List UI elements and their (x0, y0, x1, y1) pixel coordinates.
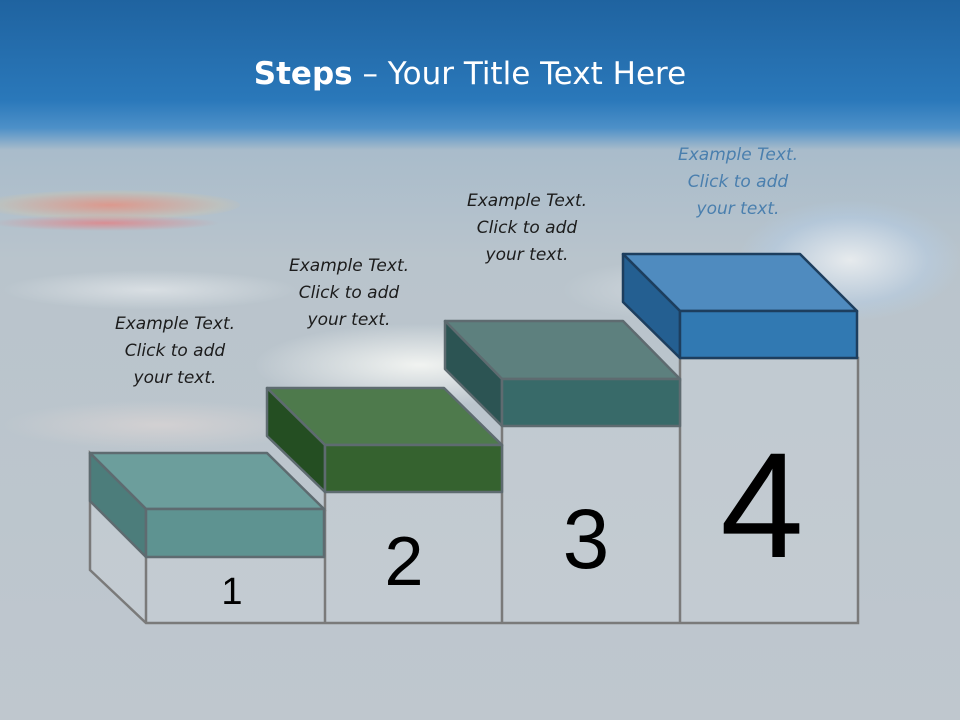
step-1-number: 1 (221, 571, 242, 613)
step-4-label[interactable]: Example Text. Click to add your text. (648, 142, 828, 223)
step-3-label[interactable]: Example Text. Click to add your text. (437, 188, 617, 269)
title-rest: – Your Title Text Here (352, 56, 687, 92)
step-1-label-line-3: your text. (133, 368, 217, 388)
step-3-front-face (500, 377, 682, 428)
step-2-block[interactable] (265, 386, 504, 494)
step-3-label-line-2: Click to add (476, 218, 578, 238)
step-1-block[interactable] (88, 451, 326, 559)
step-3-number: 3 (563, 492, 610, 586)
step-1-label-line-1: Example Text. (114, 314, 236, 334)
title-bold: Steps (253, 56, 353, 92)
step-3-block[interactable] (443, 319, 682, 428)
step-2-front-face (323, 443, 504, 494)
slide-title[interactable]: Steps – Your Title Text Here (0, 56, 940, 92)
step-4-label-line-2: Click to add (687, 172, 789, 192)
step-2-label-line-2: Click to add (298, 283, 400, 303)
step-2-label-line-3: your text. (307, 310, 391, 330)
step-4-label-line-3: your text. (696, 199, 780, 219)
step-2-label[interactable]: Example Text. Click to add your text. (259, 253, 439, 334)
step-3-label-line-3: your text. (485, 245, 569, 265)
step-1-front-face (144, 507, 326, 559)
step-4-front-face (678, 309, 859, 360)
step-2-number: 2 (385, 522, 424, 600)
step-4-label-line-1: Example Text. (677, 145, 799, 165)
step-1-label-line-2: Click to add (124, 341, 226, 361)
step-3-label-line-1: Example Text. (466, 191, 588, 211)
step-4-block[interactable] (621, 252, 859, 360)
step-4-number: 4 (720, 421, 803, 589)
step-2-label-line-1: Example Text. (288, 256, 410, 276)
step-1-label[interactable]: Example Text. Click to add your text. (85, 311, 265, 392)
